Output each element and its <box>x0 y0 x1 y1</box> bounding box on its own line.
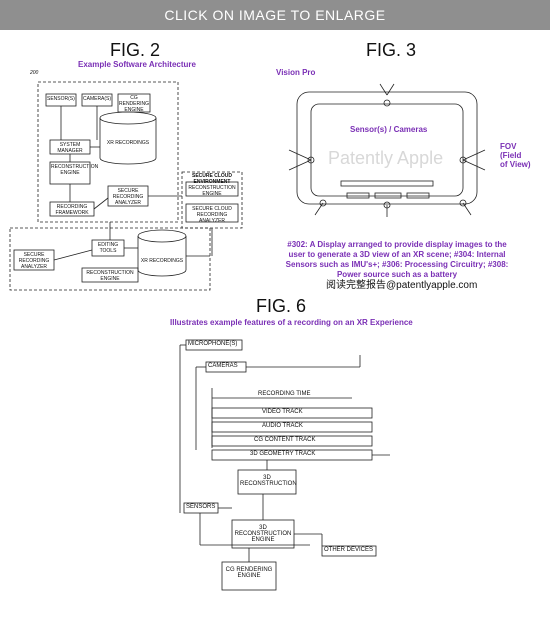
source-credit[interactable]: 阅读完整报告@patentlyapple.com <box>326 280 478 291</box>
fig6-cameras-label: CAMERAS <box>208 363 238 369</box>
fig2-secure-analyzer2-label: SECURE RECORDING ANALYZER <box>18 252 50 270</box>
fig2-cloud-env-label: SECURE CLOUD ENVIRONMENT <box>191 173 232 185</box>
fig6-title: FIG. 6 <box>256 296 307 316</box>
fig3-title: FIG. 3 <box>366 40 417 60</box>
fig6-sensors-label: SENSORS <box>186 504 216 510</box>
fig3-caption: #302: A Display arranged to provide disp… <box>285 240 509 279</box>
fig6-audio-track-label: AUDIO TRACK <box>262 423 303 429</box>
fig6-other-devices-label: OTHER DEVICES <box>324 547 374 553</box>
fig3-sensors-label: Sensor(s) / Cameras <box>350 125 428 134</box>
fig2-system-manager-label: SYSTEM MANAGER <box>57 142 83 154</box>
fig2-xr-recordings-label: XR RECORDINGS <box>106 140 150 146</box>
fig2-title: FIG. 2 <box>110 40 161 60</box>
fig2-recording-framework-label: RECORDING FRAMEWORK <box>55 204 89 216</box>
fig3-fov-label: FOV (Field of View) <box>500 142 531 169</box>
fig6-microphones-label: MICROPHONE(S) <box>188 341 238 347</box>
fig2-ref-number: 200 <box>30 70 39 76</box>
fig2-cameras-label: CAMERA(S) <box>83 96 112 102</box>
fig2-xr-recordings2-label: XR RECORDINGS <box>140 258 184 264</box>
fig6-cg-engine-label: CG RENDERING ENGINE <box>225 567 273 579</box>
fig2-editing-tools-label: EDITING TOOLS <box>97 242 119 254</box>
fig2-cloud-analyzer-label: SECURE CLOUD RECORDING ANALYZER <box>192 206 232 224</box>
fig6-video-track-label: VIDEO TRACK <box>262 409 303 415</box>
fig6-cg-track-label: CG CONTENT TRACK <box>254 437 316 443</box>
watermark: Patently Apple <box>328 148 444 168</box>
enlarge-banner[interactable]: CLICK ON IMAGE TO ENLARGE <box>0 0 550 30</box>
fig2-recon-engine2-label: RECONSTRUCTION ENGINE <box>86 270 134 282</box>
fig2-secure-analyzer-label: SECURE RECORDING ANALYZER <box>112 188 144 206</box>
fig6-subtitle: Illustrates example features of a record… <box>170 318 413 327</box>
fig6-geometry-track-label: 3D GEOMETRY TRACK <box>250 451 316 457</box>
fig2-cloud-recon-label: RECONSTRUCTION ENGINE <box>188 185 236 197</box>
fig2-subtitle: Example Software Architecture <box>78 60 196 69</box>
fig6-recording-time-label: RECORDING TIME <box>258 391 311 397</box>
fig2-sensors-label: SENSOR(S) <box>47 96 75 102</box>
fig3-device-label: Vision Pro <box>276 68 316 77</box>
fig6-recon-3d-label: 3D RECONSTRUCTION <box>240 475 297 487</box>
fig2-cg-engine-label: CG RENDERING ENGINE <box>119 95 150 113</box>
fig2-recon-engine-label: RECONSTRUCTION ENGINE <box>51 164 99 176</box>
fig6-recon-engine-label: 3D RECONSTRUCTION ENGINE <box>234 525 292 543</box>
